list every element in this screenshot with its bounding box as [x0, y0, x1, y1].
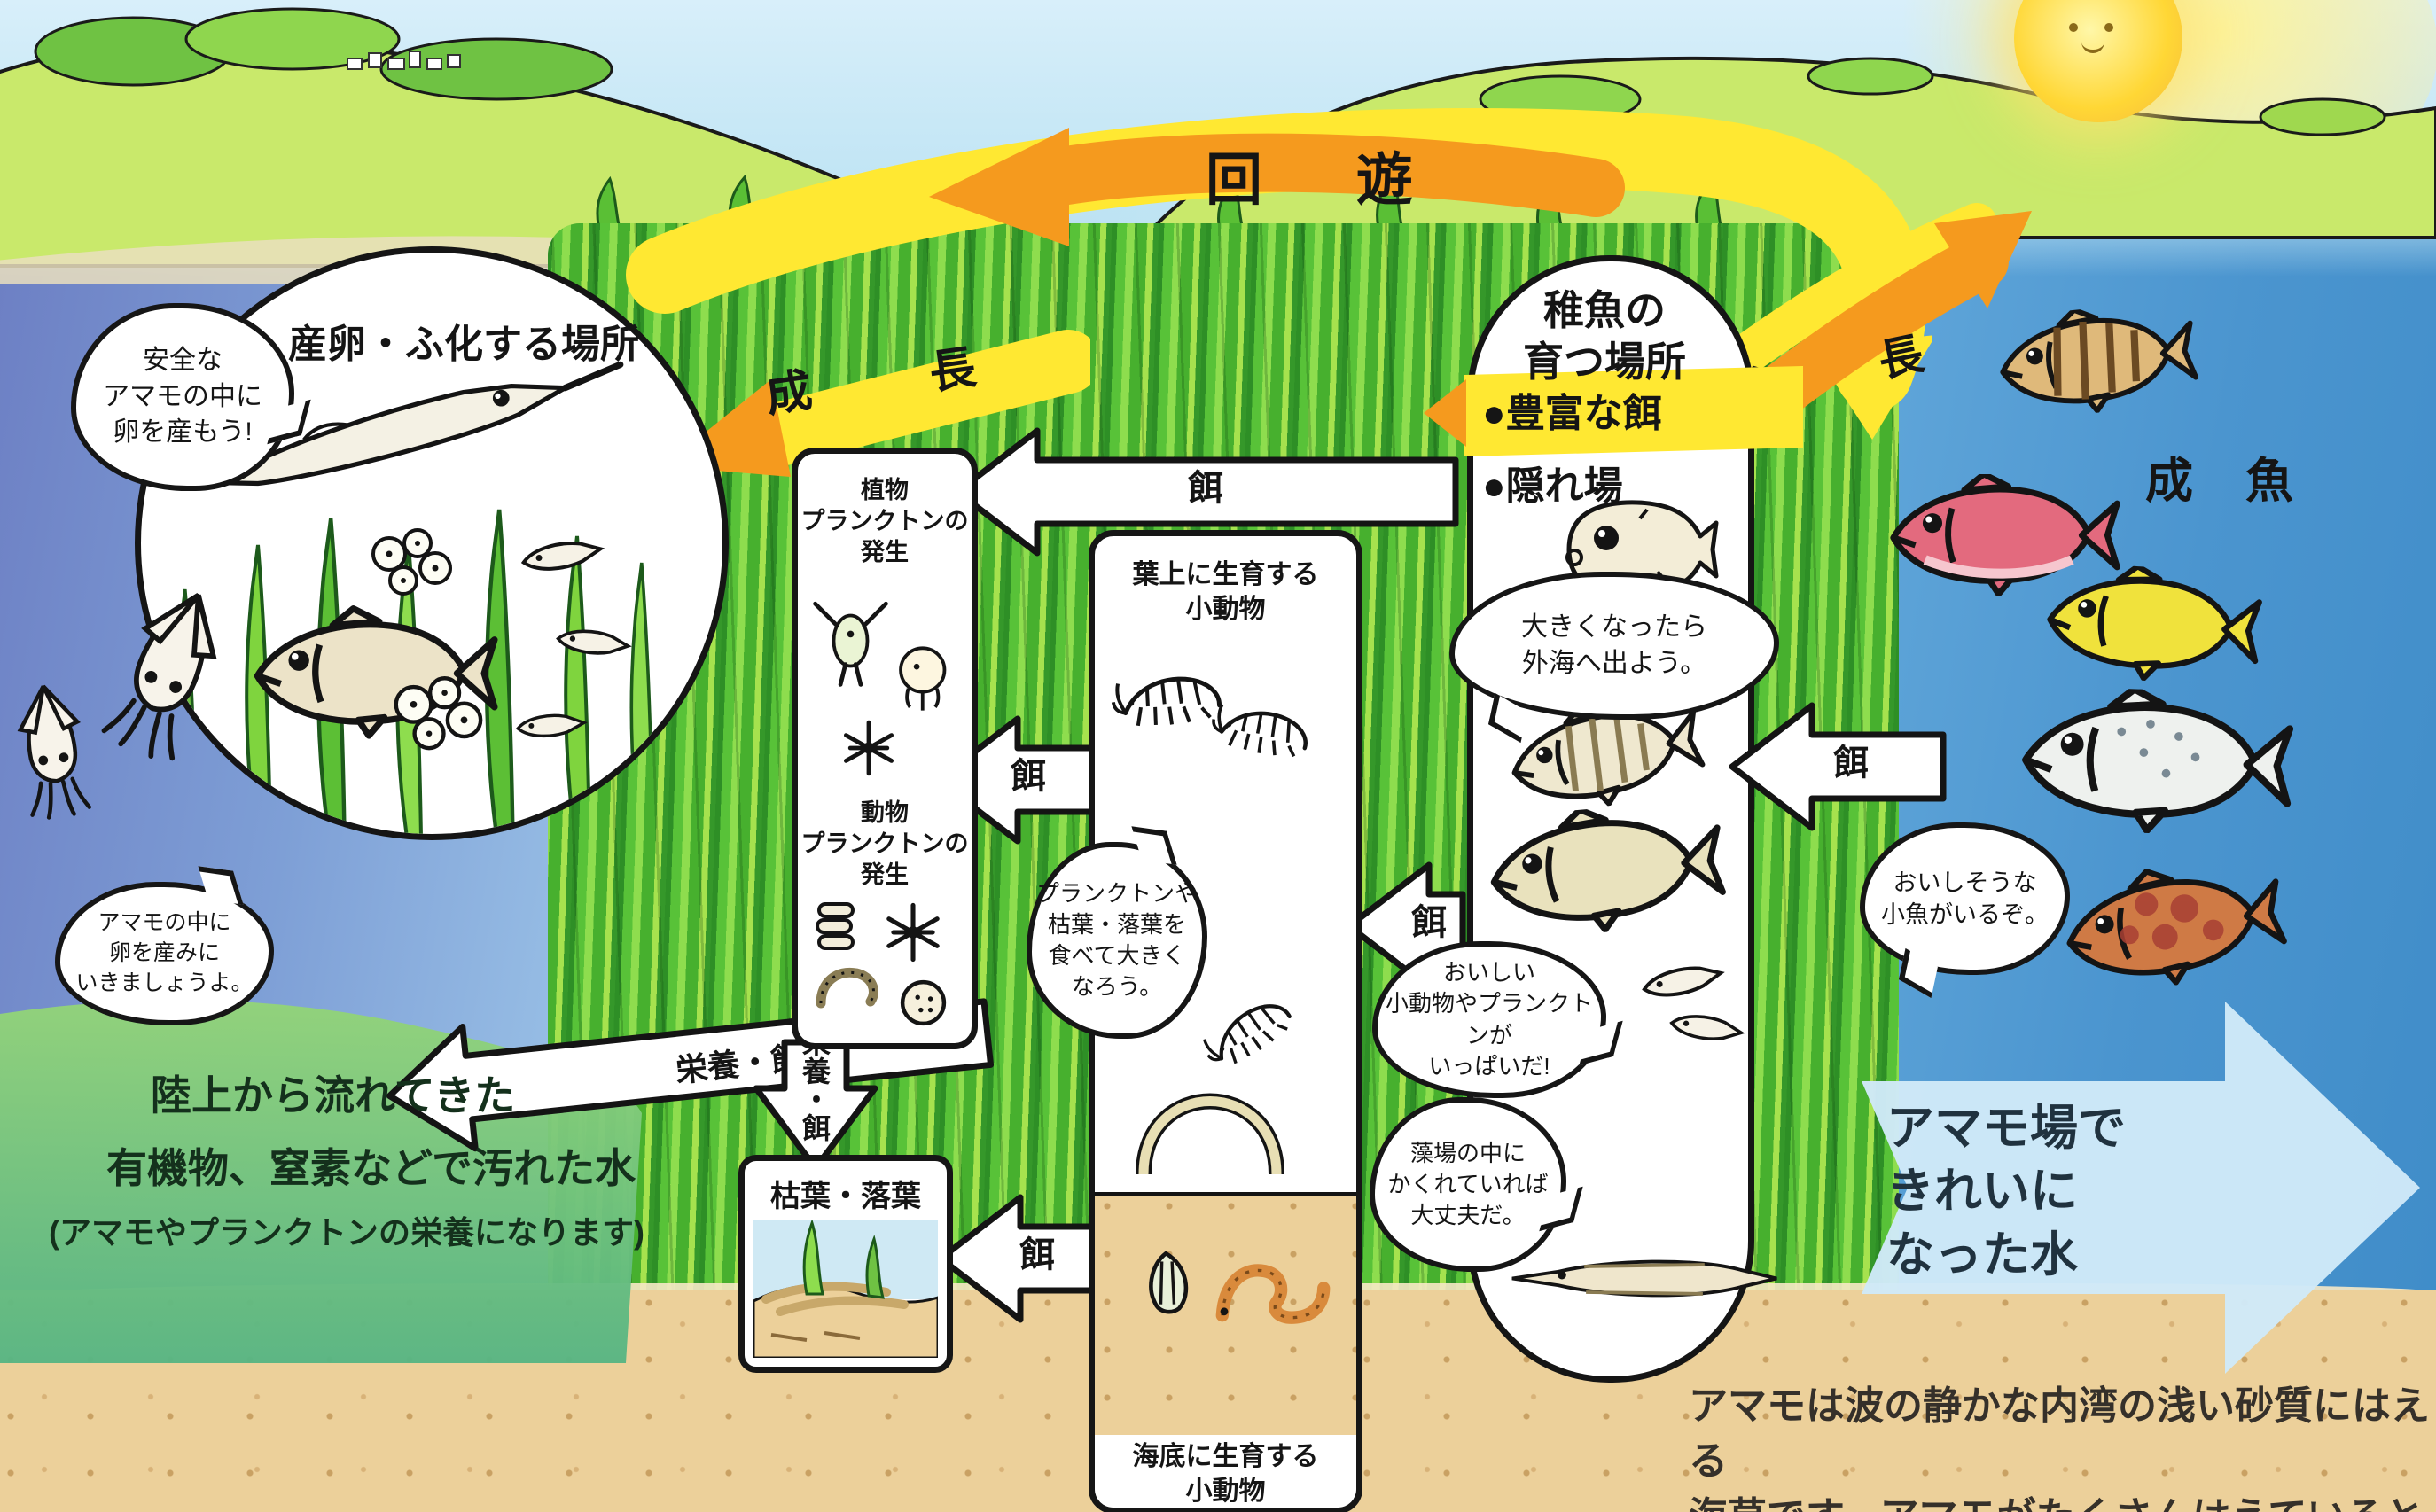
adult-fish-bubble-text: おいしそうな 小魚がいるぞ。: [1881, 869, 2049, 928]
polluted-water-line1: 陸上から流れてきた: [151, 1072, 516, 1118]
leaf-animals-icons: [1108, 656, 1343, 780]
clean-water-label: アマモ場で きれいに なった水: [1886, 1102, 2126, 1282]
adult-fish-rockfish-icon: [2043, 838, 2294, 1017]
leaf-animals-bubble: プランクトンや 枯葉・落葉を 食べて大きく なろう。: [1027, 826, 1207, 1039]
squid-bubble: アマモの中に 卵を産みに いきましょうよ。: [55, 866, 274, 1025]
polluted-water-line3: (アマモやプランクトンの栄養になります): [49, 1214, 644, 1251]
spawning-title: 産卵・ふ化する場所: [288, 323, 639, 366]
nursery-bubble-low: 藻場の中に かくれていれば 大丈夫だ。: [1370, 1097, 1583, 1272]
squid-icons: [0, 585, 248, 904]
nursery-title: 稚魚の 育つ場所: [1523, 287, 1686, 385]
adult-fish-label: 成 魚: [2145, 455, 2314, 508]
nursery-bubble-low-text: 藻場の中に かくれていれば 大丈夫だ。: [1387, 1139, 1549, 1229]
litter-drawing: [753, 1220, 938, 1358]
zooplankton-icons: [816, 902, 964, 1039]
phytoplankton-icons: [805, 587, 947, 791]
squid-bubble-text: アマモの中に 卵を産みに いきましょうよ。: [75, 910, 254, 995]
feed-label-3: 餌: [1411, 903, 1447, 942]
leaf-seabed-box: 葉上に生育する 小動物 海底に生育する 小動物: [1089, 530, 1362, 1512]
plankton-box: 植物 プランクトンの 発生 動物 プランクトンの 発生: [792, 448, 978, 1049]
phytoplankton-title: 植物 プランクトンの 発生: [800, 477, 969, 566]
juvenile-fish-striped-icon: [1489, 687, 1712, 823]
feed-arrow-to-phytoplankton: [954, 427, 1459, 557]
seabed-animals-title: 海底に生育する 小動物: [1095, 1436, 1356, 1508]
zooplankton-title: 動物 プランクトンの 発生: [800, 799, 969, 889]
spawning-bubble-text: 安全な アマモの中に 卵を産もう!: [103, 346, 262, 448]
amphipod-icons: [1136, 997, 1330, 1175]
halfbeak-fish-icon: [207, 361, 624, 487]
litter-title: 枯葉・落葉: [770, 1180, 921, 1213]
clean-water-arrow: [1862, 1002, 2420, 1374]
nursery-bubble-top: 大きくなったら 外海へ出よう。: [1449, 572, 1779, 744]
pipefish-icon: [1511, 1259, 1777, 1298]
adult-fish-seabass-icon: [1967, 683, 2331, 839]
spawning-fish-icon: [225, 598, 518, 767]
nursery-bullet-food: ●豊富な餌: [1482, 392, 1662, 435]
spawning-bubble: 安全な アマモの中に 卵を産もう!: [71, 303, 311, 491]
small-fish-icon-1: [1640, 962, 1725, 1003]
adult-fish-seabream-icon: [1872, 474, 2125, 596]
leaf-animals-title: 葉上に生育する 小動物: [1132, 560, 1319, 624]
migration-label: 回 遊: [1206, 148, 1452, 212]
feed-label-2: 餌: [1011, 757, 1046, 796]
small-fish-icon-2: [1668, 1010, 1745, 1045]
nursery-bullet-shelter: ●隠れ場: [1482, 464, 1623, 508]
feed-label-5: 餌: [1833, 744, 1869, 783]
fry-icon-2: [555, 627, 631, 659]
feed-arrow-to-nursery: [1729, 702, 1947, 831]
fry-icon-1: [519, 536, 605, 576]
footnote-text: アマモは波の静かな内湾の浅い砂質にはえる 海草です。アマモがたくさんはえていると…: [1689, 1384, 2430, 1512]
polluted-water-line2: 有機物、窒素などで汚れた水: [106, 1145, 636, 1191]
adult-fish-bubble: おいしそうな 小魚がいるぞ。: [1860, 822, 2070, 999]
juvenile-fish-icon: [1466, 798, 1733, 944]
nursery-band-arrowhead: [1424, 379, 1466, 447]
seabed-animals-icons: [1121, 1219, 1334, 1360]
adult-fish-yellow-icon: [2022, 559, 2273, 690]
nursery-bubble-mid: おいしい 小動物やプランクトンが いっぱいだ!: [1372, 941, 1623, 1098]
adult-fish-striped-icon: [1980, 298, 2203, 424]
nursery-bubble-top-text: 大きくなったら 外海へ出よう。: [1521, 612, 1707, 678]
fry-icon-3: [515, 711, 587, 740]
leaf-animals-bubble-text: プランクトンや 枯葉・落葉を 食べて大きく なろう。: [1035, 879, 1198, 1001]
nursery-bubble-mid-text: おいしい 小動物やプランクトンが いっぱいだ!: [1385, 959, 1593, 1079]
feed-label-4: 餌: [1019, 1235, 1055, 1274]
feed-label-1: 餌: [1188, 469, 1223, 508]
litter-box: 枯葉・落葉: [738, 1155, 953, 1373]
